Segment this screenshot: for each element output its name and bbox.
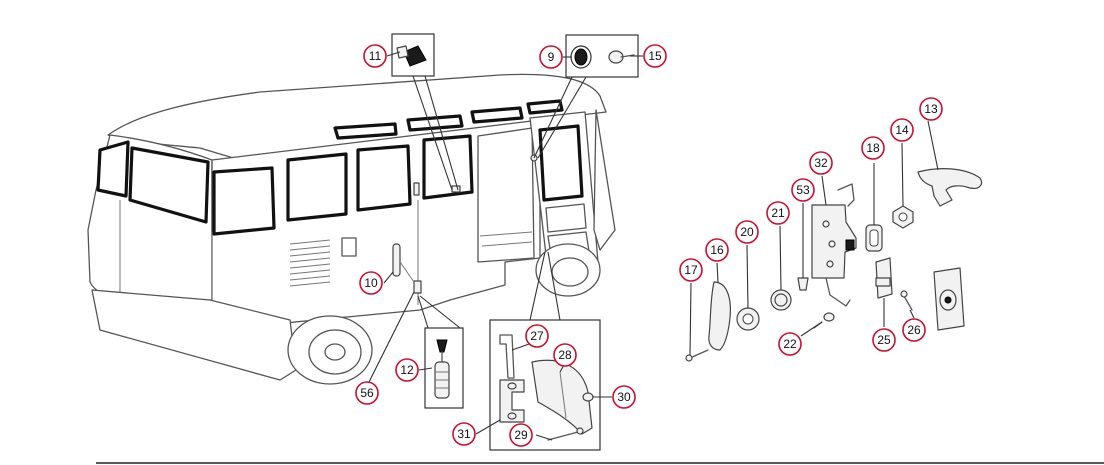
svg-text:14: 14 xyxy=(895,123,909,137)
svg-text:21: 21 xyxy=(771,206,785,220)
svg-text:27: 27 xyxy=(530,329,544,343)
svg-text:25: 25 xyxy=(877,333,891,347)
svg-text:9: 9 xyxy=(548,50,555,64)
svg-text:12: 12 xyxy=(400,363,414,377)
callout-30: 30 xyxy=(612,385,636,409)
callout-14: 14 xyxy=(890,118,914,142)
callout-17: 17 xyxy=(679,258,703,282)
callout-31: 31 xyxy=(452,422,476,446)
svg-text:53: 53 xyxy=(796,183,810,197)
svg-text:10: 10 xyxy=(364,276,378,290)
svg-text:11: 11 xyxy=(369,49,382,63)
callout-26: 26 xyxy=(902,318,926,342)
inset-11 xyxy=(391,33,459,191)
svg-text:20: 20 xyxy=(740,225,754,239)
svg-text:22: 22 xyxy=(783,337,797,351)
callout-18: 18 xyxy=(861,136,885,160)
callout-32: 32 xyxy=(809,151,833,175)
svg-text:31: 31 xyxy=(457,427,471,441)
callout-20: 20 xyxy=(735,220,759,244)
callout-25: 25 xyxy=(872,328,896,352)
exploded-parts xyxy=(685,168,983,362)
svg-text:56: 56 xyxy=(360,386,374,400)
svg-text:29: 29 xyxy=(514,428,528,442)
callout-13: 13 xyxy=(919,97,943,121)
callout-16: 16 xyxy=(705,238,729,262)
inset-9-15 xyxy=(533,34,639,159)
svg-text:28: 28 xyxy=(558,348,572,362)
svg-text:15: 15 xyxy=(648,49,662,63)
van-illustration xyxy=(87,73,616,385)
callout-10: 10 xyxy=(359,271,383,295)
svg-text:26: 26 xyxy=(907,323,921,337)
svg-text:17: 17 xyxy=(684,263,698,277)
callout-53: 53 xyxy=(791,178,815,202)
svg-text:13: 13 xyxy=(924,102,938,116)
callout-28: 28 xyxy=(553,343,577,367)
svg-text:18: 18 xyxy=(866,141,880,155)
inset-12 xyxy=(417,295,464,409)
callout-9: 9 xyxy=(539,45,563,69)
svg-text:32: 32 xyxy=(814,156,828,170)
callout-56: 56 xyxy=(355,381,379,405)
callout-12: 12 xyxy=(395,358,419,382)
callout-11: 11 xyxy=(363,44,387,68)
callout-29: 29 xyxy=(509,423,533,447)
callout-27: 27 xyxy=(525,324,549,348)
svg-text:30: 30 xyxy=(617,390,631,404)
callout-leaders xyxy=(368,51,939,441)
svg-text:16: 16 xyxy=(710,243,724,257)
callout-21: 21 xyxy=(766,201,790,225)
callout-15: 15 xyxy=(643,44,667,68)
callout-22: 22 xyxy=(778,332,802,356)
